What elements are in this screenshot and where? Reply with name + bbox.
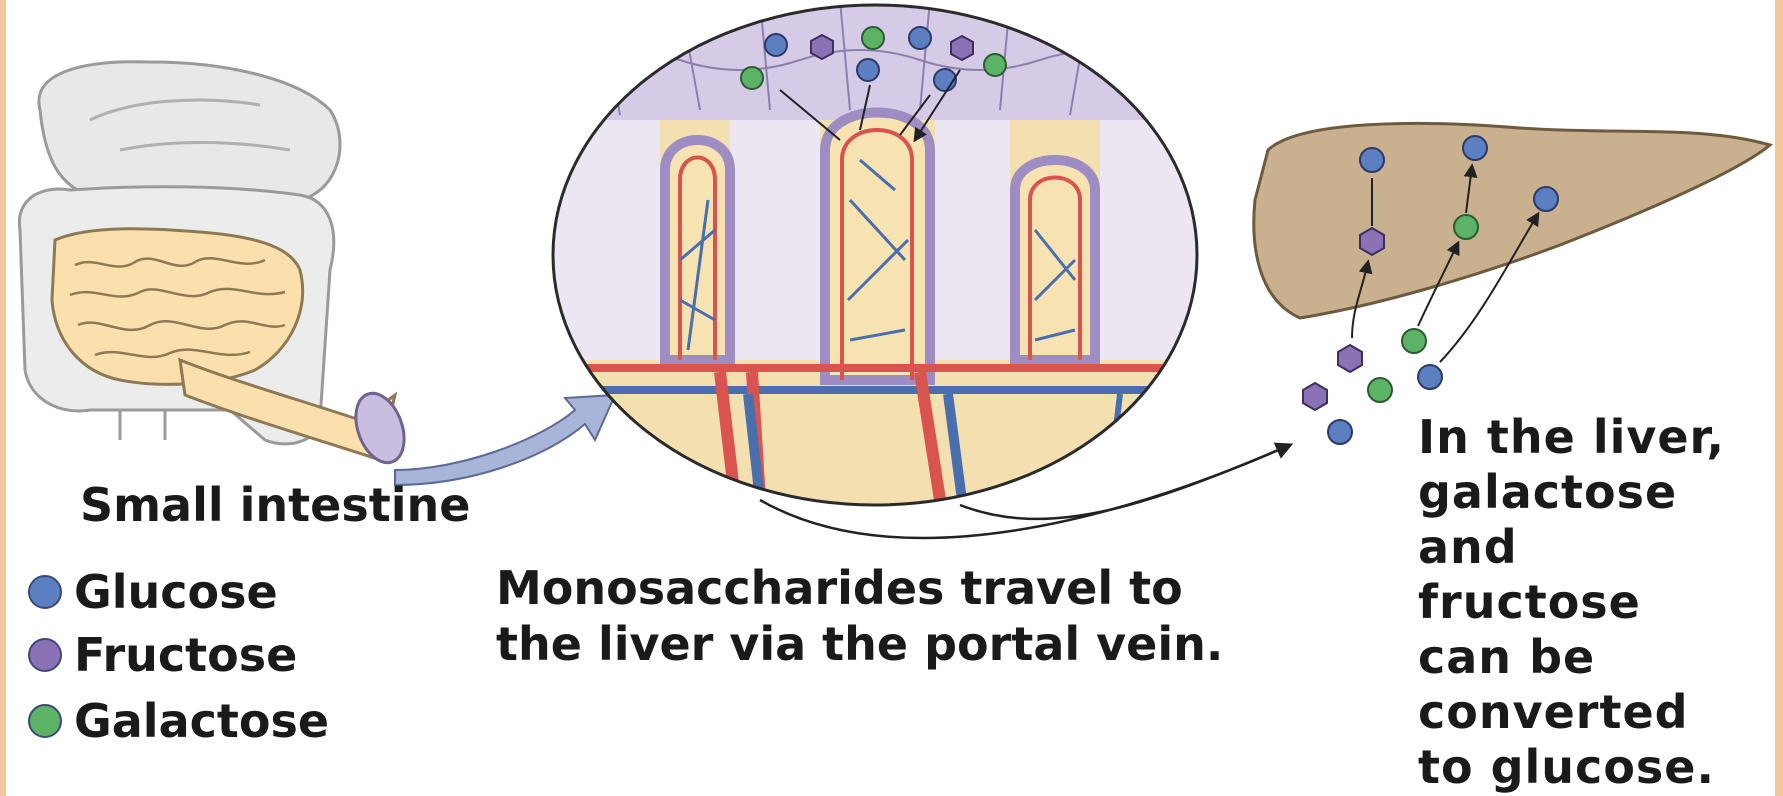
glucose-marker-icon [28,575,62,609]
liver-caption-line: fructose [1418,575,1725,630]
stomach-shape [39,62,340,206]
small-intestine-shape [52,229,303,385]
liver-caption-line: can be [1418,630,1725,685]
legend-label: Galactose [74,694,329,748]
villus-1 [665,140,730,360]
zoom-arrow [395,395,615,485]
villus-3 [1015,160,1095,360]
liver-caption-line: converted [1418,685,1725,740]
fructose-marker-icon [28,638,62,672]
portal-vein-caption-line-1: Monosaccharides travel to [496,560,1223,616]
liver-shape [1254,123,1770,318]
villi-magnification [550,0,1200,505]
small-intestine-label: Small intestine [80,478,470,532]
legend-item-fructose: Fructose [28,628,297,682]
liver-caption-line: to glucose. [1418,740,1725,795]
liver-caption-line: In the liver, [1418,410,1725,465]
liver-caption-line: and [1418,520,1725,575]
liver-caption-line: galactose [1418,465,1725,520]
legend-item-galactose: Galactose [28,694,329,748]
liver-illustration [1254,123,1770,444]
legend-item-glucose: Glucose [28,565,278,619]
legend-label: Fructose [74,628,297,682]
liver-caption: In the liver, galactose and fructose can… [1418,410,1725,795]
legend-label: Glucose [74,565,278,619]
tube-cross-section [347,387,413,470]
galactose-marker-icon [28,704,62,738]
portal-vein-caption: Monosaccharides travel to the liver via … [496,560,1223,672]
digestive-system-illustration [19,62,413,470]
portal-vein-caption-line-2: the liver via the portal vein. [496,616,1223,672]
